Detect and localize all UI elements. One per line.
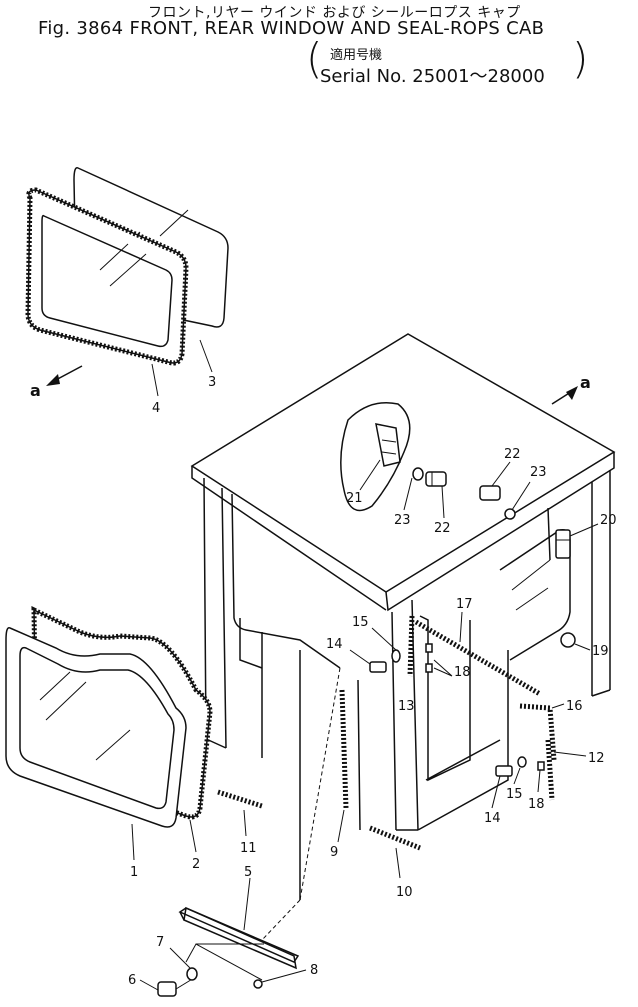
leader-6 bbox=[139, 979, 159, 991]
callout-23b: 23 bbox=[530, 465, 547, 480]
cab-roof bbox=[190, 333, 616, 612]
leader-3 bbox=[199, 339, 213, 373]
callout-11: 11 bbox=[240, 841, 257, 856]
callout-15b: 15 bbox=[506, 787, 523, 802]
title-japanese: フロント,リヤー ウインド および シールーロプス キャプ bbox=[148, 5, 521, 21]
callout-16: 16 bbox=[566, 699, 583, 714]
leader-21 bbox=[359, 459, 381, 491]
clip-part-18a bbox=[425, 643, 453, 677]
seal-part-11 bbox=[217, 789, 263, 809]
leader-1 bbox=[131, 823, 135, 861]
callout-21: 21 bbox=[346, 491, 363, 506]
callout-a-left: a bbox=[30, 381, 41, 400]
leader-20 bbox=[569, 523, 599, 537]
seal-part-13 bbox=[407, 615, 415, 677]
front-window-glass-part-1 bbox=[5, 627, 187, 828]
callout-a-right: a bbox=[580, 373, 591, 392]
bracket-part-5 bbox=[178, 906, 300, 970]
leader-17 bbox=[459, 611, 463, 643]
leader-11 bbox=[243, 809, 247, 837]
figure-title: Fig. 3864 FRONT, REAR WINDOW AND SEAL-RO… bbox=[38, 18, 545, 39]
callout-15a: 15 bbox=[352, 615, 369, 630]
leader-15b bbox=[513, 767, 521, 785]
callout-7: 7 bbox=[156, 935, 164, 950]
leader-10 bbox=[395, 847, 401, 879]
leader-23a bbox=[403, 477, 413, 511]
bolt-part-6 bbox=[157, 977, 195, 997]
callout-14a: 14 bbox=[326, 637, 343, 652]
leader-14b bbox=[491, 775, 501, 809]
leader-9 bbox=[337, 809, 345, 843]
rear-window-seal-part-4 bbox=[25, 187, 189, 366]
bolt-part-14b bbox=[495, 756, 527, 777]
callout-10: 10 bbox=[396, 885, 413, 900]
seal-part-9 bbox=[339, 689, 349, 809]
seal-part-17 bbox=[414, 619, 542, 697]
leader-4 bbox=[151, 363, 159, 397]
left-parenthesis: ( bbox=[306, 34, 323, 83]
callout-2: 2 bbox=[192, 857, 200, 872]
leader-8 bbox=[261, 969, 307, 983]
hinge-part-20 bbox=[555, 529, 571, 559]
leader-12 bbox=[553, 751, 587, 757]
leader-7 bbox=[169, 947, 191, 969]
callout-17: 17 bbox=[456, 597, 473, 612]
bolt-part-14a bbox=[369, 649, 401, 673]
leader-22b bbox=[491, 461, 511, 487]
hinge-detail-inset bbox=[340, 402, 411, 512]
callout-20: 20 bbox=[600, 513, 617, 528]
nut-part-8 bbox=[253, 979, 263, 989]
arrow-a-left bbox=[46, 365, 83, 386]
callout-14b: 14 bbox=[484, 811, 501, 826]
right-parenthesis: ) bbox=[572, 34, 589, 83]
callout-1: 1 bbox=[130, 865, 138, 880]
callout-9: 9 bbox=[330, 845, 338, 860]
bolt-22-top bbox=[412, 467, 447, 487]
callout-4: 4 bbox=[152, 401, 160, 416]
arrow-a-right bbox=[551, 386, 578, 405]
callout-3: 3 bbox=[208, 375, 216, 390]
callout-5: 5 bbox=[244, 865, 252, 880]
seal-part-16 bbox=[519, 703, 557, 761]
serial-label-japanese: 適用号機 bbox=[330, 48, 383, 63]
nut-part-19 bbox=[560, 632, 576, 648]
callout-19: 19 bbox=[592, 644, 609, 659]
serial-number-range: Serial No. 25001～28000 bbox=[320, 66, 545, 87]
seal-part-10 bbox=[369, 825, 421, 851]
callout-8: 8 bbox=[310, 963, 318, 978]
bolt-22-right bbox=[479, 485, 516, 520]
leader-22a bbox=[441, 485, 445, 519]
seal-part-12 bbox=[545, 739, 555, 801]
callout-6: 6 bbox=[128, 973, 136, 988]
washer-part-7 bbox=[186, 967, 198, 981]
callout-22a: 22 bbox=[434, 521, 451, 536]
callout-13: 13 bbox=[398, 699, 415, 714]
leader-15a bbox=[371, 627, 397, 651]
callout-18a: 18 bbox=[454, 665, 471, 680]
leader-23b bbox=[511, 481, 531, 511]
callout-18b: 18 bbox=[528, 797, 545, 812]
callout-12: 12 bbox=[588, 751, 605, 766]
callout-23a: 23 bbox=[394, 513, 411, 528]
clip-part-18b bbox=[537, 761, 545, 793]
leader-5 bbox=[243, 877, 251, 931]
leader-16 bbox=[551, 703, 565, 709]
callout-22b: 22 bbox=[504, 447, 521, 462]
leader-19 bbox=[574, 643, 591, 651]
leader-14a bbox=[349, 649, 371, 665]
leader-2 bbox=[189, 819, 197, 853]
